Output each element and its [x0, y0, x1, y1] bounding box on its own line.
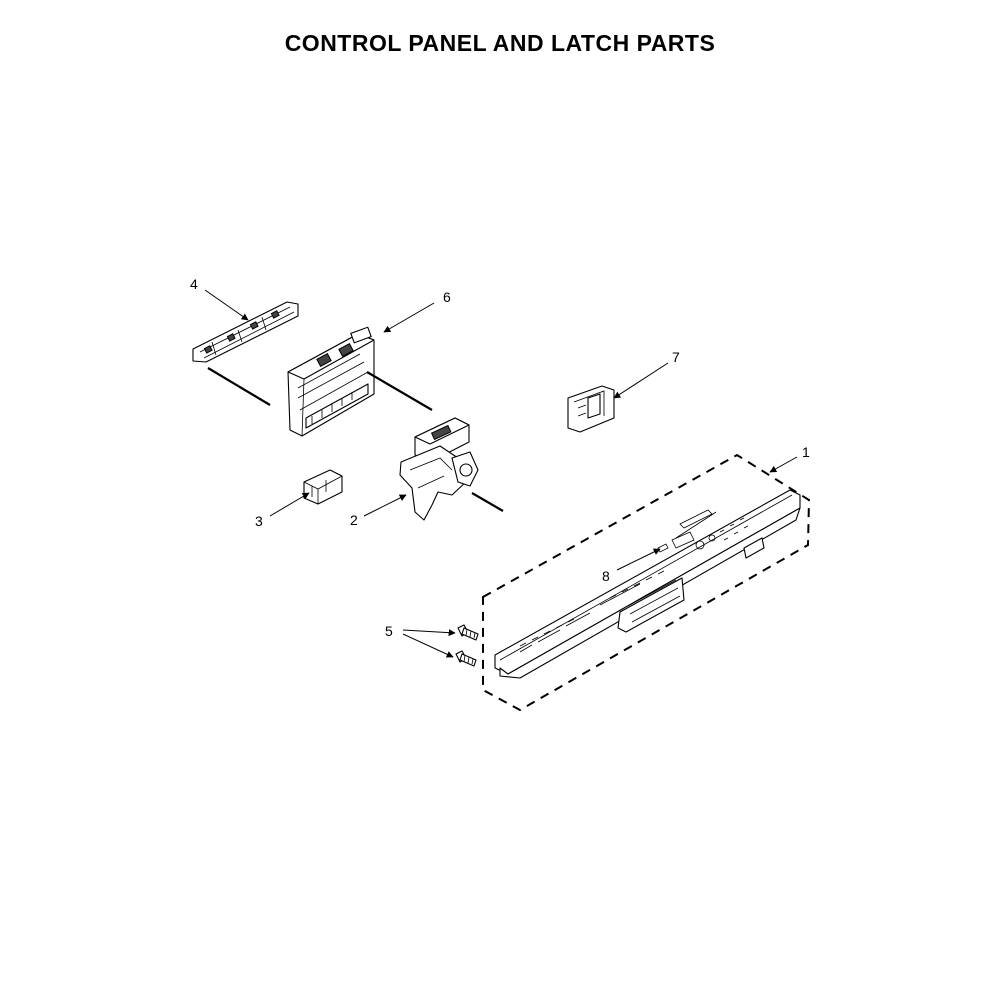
leader-6 — [383, 302, 435, 333]
callout-7: 7 — [672, 349, 680, 365]
leader-5-upper — [402, 629, 456, 637]
part-4-bracket — [192, 301, 299, 363]
leader-2 — [363, 494, 407, 517]
part-6-control-board — [287, 326, 375, 437]
leader-8 — [616, 548, 661, 571]
page-title: CONTROL PANEL AND LATCH PARTS — [284, 30, 716, 56]
part-1-control-panel — [494, 489, 801, 679]
callout-5: 5 — [385, 623, 393, 639]
callout-2: 2 — [350, 512, 358, 528]
callout-6: 6 — [443, 289, 451, 305]
assembly-line-2 — [471, 492, 504, 512]
leader-4 — [204, 289, 249, 321]
leader-3 — [269, 492, 310, 517]
part-5-screw-lower — [455, 650, 477, 667]
leader-1 — [769, 456, 798, 473]
part-7-bracket — [567, 385, 615, 433]
callout-1: 1 — [802, 444, 810, 460]
part-3-clip — [303, 469, 343, 505]
callout-4: 4 — [190, 276, 198, 292]
leader-5-lower — [402, 633, 454, 658]
assembly-line-6 — [366, 371, 433, 411]
part-5-screw-upper — [457, 624, 479, 641]
callout-8: 8 — [602, 568, 610, 584]
part-2-door-latch — [399, 417, 479, 521]
leader-7 — [613, 362, 669, 399]
part-1-assembly-boundary — [482, 453, 811, 712]
callout-3: 3 — [255, 513, 263, 529]
part-8-wire-harness — [657, 543, 669, 553]
assembly-line-4 — [207, 367, 271, 406]
